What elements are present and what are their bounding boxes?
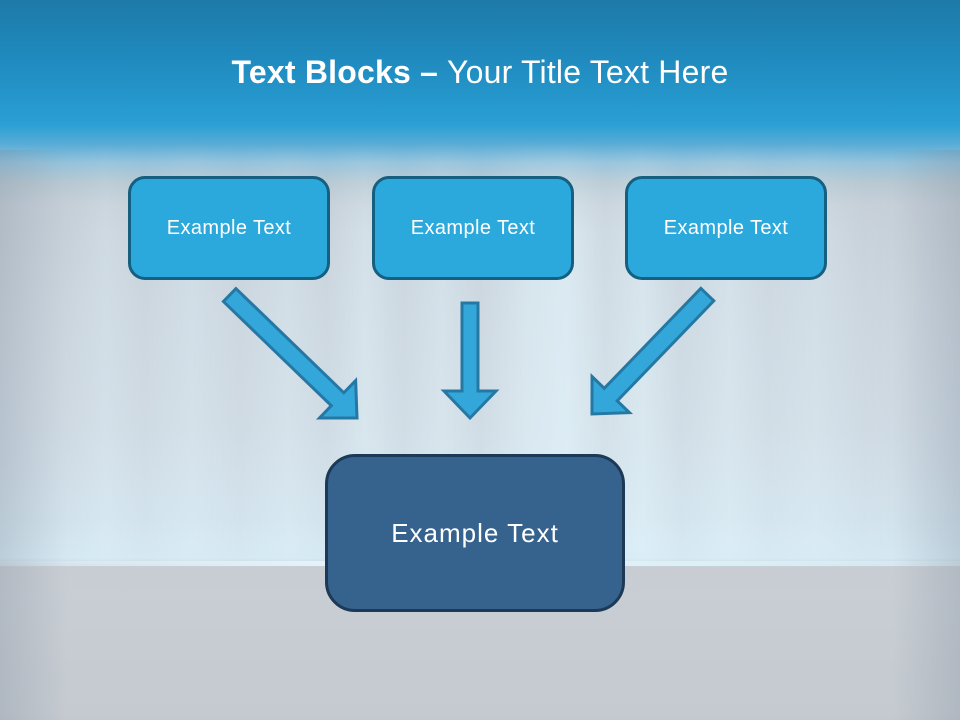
arrow-down-icon <box>440 301 500 421</box>
slide-title-bold: Text Blocks <box>231 54 411 90</box>
text-block-1: Example Text <box>128 176 330 280</box>
slide-title: Text Blocks–Your Title Text Here <box>0 52 960 92</box>
arrow-down-left-icon <box>590 286 716 416</box>
center-text-block-label: Example Text <box>391 517 559 548</box>
text-block-2-label: Example Text <box>410 216 536 239</box>
slide-title-dash: – <box>419 54 438 90</box>
text-block-2: Example Text <box>372 176 574 280</box>
center-text-block: Example Text <box>325 454 625 612</box>
text-block-3: Example Text <box>625 176 827 280</box>
text-block-1-label: Example Text <box>166 216 292 239</box>
text-block-3-label: Example Text <box>663 216 789 239</box>
slide-title-regular: Your Title Text Here <box>446 54 729 90</box>
arrow-down-right-icon <box>221 286 359 420</box>
